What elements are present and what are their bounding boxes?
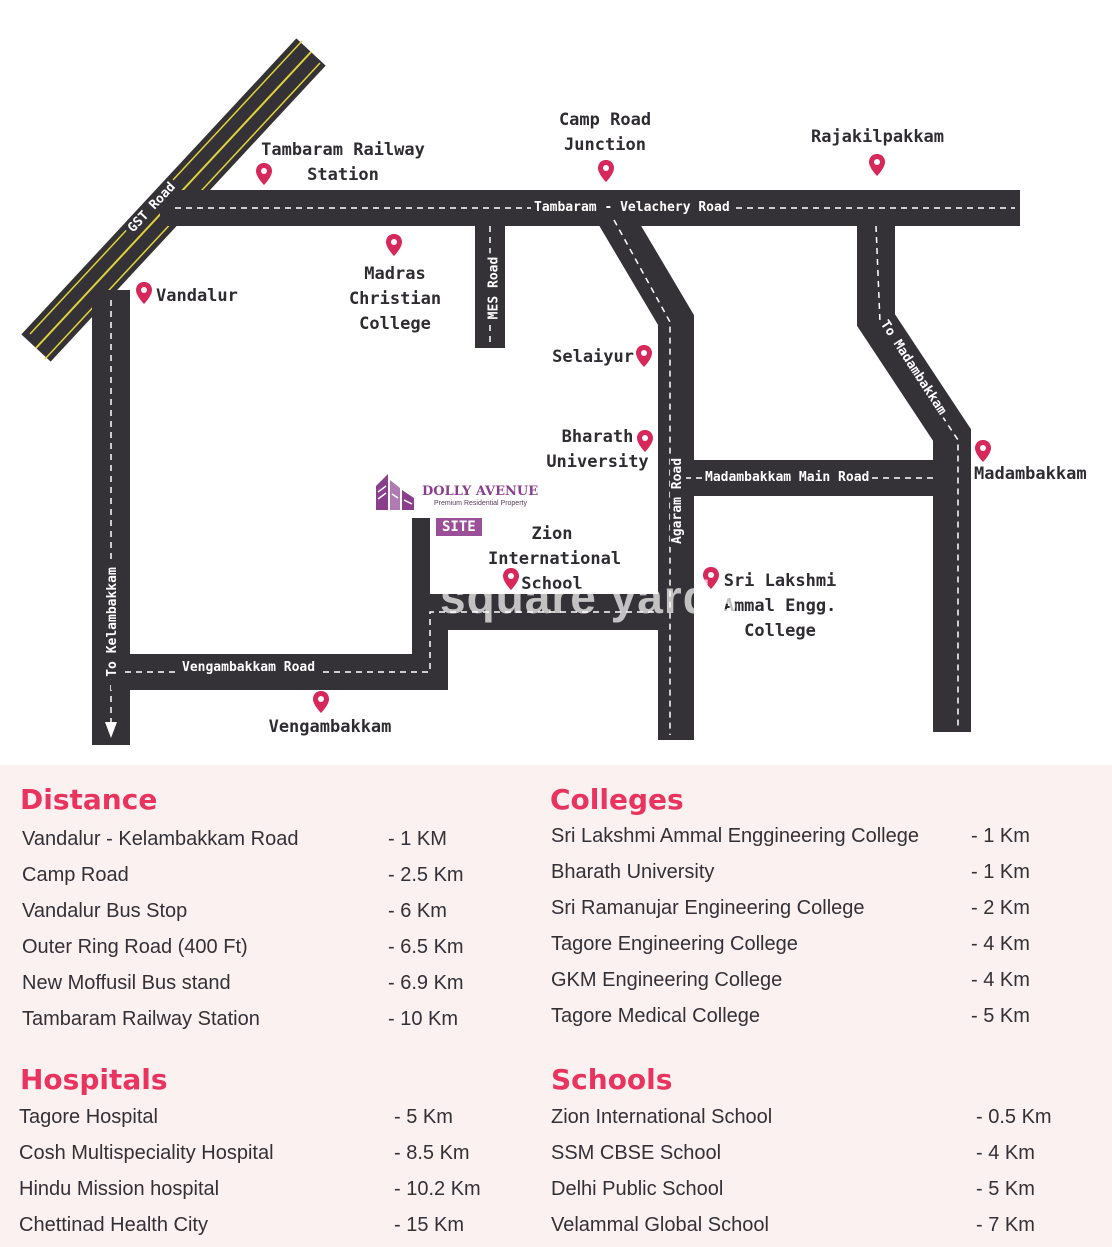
hospitals-item-name: Tagore Hospital [19,1106,158,1128]
place-sri-lakshmi-ammal-college: Sri Lakshmi Ammal Engg. College [723,571,837,641]
place-vengambakkam: Vengambakkam [268,717,392,737]
colleges-item-name: Tagore Medical College [551,1005,761,1027]
place-madras-christian-college: Madras Christian College [348,264,442,334]
colleges-item-name: Sri Lakshmi Ammal Enggineering College [551,825,919,847]
colleges-item-distance: - 5 Km [971,1005,1030,1027]
tambaram-velachery-road-label: Tambaram - Velachery Road [531,200,733,216]
place-camp-road-junction: Camp Road Junction [558,110,652,155]
pin-icon [386,234,402,256]
mes-road-label: MES Road [486,253,503,323]
colleges-item-name: Tagore Engineering College [551,933,798,955]
vengambakkam-road-label: Vengambakkam Road [179,660,319,676]
colleges-item-name: GKM Engineering College [551,969,783,991]
place-rajakilpakkam: Rajakilpakkam [810,127,945,147]
place-selaiyur: Selaiyur [552,347,634,367]
place-zion-international-school: Zion International School [488,524,622,594]
distance-item-distance: - 10 Km [388,1008,459,1030]
pin-icon [136,282,152,304]
distance-item-name: Camp Road [22,864,129,886]
to-kelambakkam-road-label: To Kelambakkam [104,564,121,680]
hospitals-item-name: Hindu Mission hospital [19,1178,220,1200]
colleges-item-name: Sri Ramanujar Engineering College [551,897,865,919]
schools-item-distance: - 0.5 Km [976,1106,1052,1128]
schools-item-distance: - 4 Km [976,1142,1035,1164]
colleges-item-distance: - 2 Km [971,897,1030,919]
hospitals-item-distance: - 5 Km [394,1106,453,1128]
distance-item-name: Outer Ring Road (400 Ft) [22,936,248,958]
place-tambaram-station: Tambaram Railway Station [261,140,425,185]
schools-item-name: Velammal Global School [551,1214,769,1236]
site-label: SITE [436,518,482,536]
distance-item-distance: - 6.9 Km [388,972,464,994]
distance-item-distance: - 6 Km [388,900,447,922]
location-map: GST Road Tambaram - Velachery Road MES R… [21,38,1087,745]
place-madambakkam: Madambakkam [974,464,1087,484]
distance-item-name: Tambaram Railway Station [22,1008,260,1030]
pin-icon [636,345,652,367]
agaram-road [596,202,694,740]
building-logo-icon [376,474,414,510]
pin-icon [313,691,329,713]
distance-panel: Distance Vandalur - Kelambakkam Road - 1 … [0,765,1112,1247]
colleges-item-name: Bharath University [551,861,715,883]
watermark: square yards [440,571,739,623]
schools-item-name: SSM CBSE School [551,1142,722,1164]
hospitals-item-distance: - 8.5 Km [394,1142,470,1164]
place-vandalur: Vandalur [156,286,238,306]
brand-name: DOLLY AVENUE [422,484,539,499]
agaram-road-label: Agaram Road [670,454,687,548]
hospitals-item-name: Chettinad Health City [19,1214,208,1236]
distance-item-distance: - 1 KM [388,828,447,850]
hospitals-item-name: Cosh Multispeciality Hospital [19,1142,274,1164]
distance-item-distance: - 2.5 Km [388,864,464,886]
hospitals-item-distance: - 15 Km [394,1214,465,1236]
colleges-item-distance: - 1 Km [971,825,1030,847]
distance-item-name: New Moffusil Bus stand [22,972,231,994]
pin-icon [869,154,885,176]
colleges-item-distance: - 1 Km [971,861,1030,883]
schools-item-name: Delhi Public School [551,1178,724,1200]
brand-tagline: Premium Residential Property [434,500,527,507]
distance-title: Distance [20,783,158,816]
distance-item-distance: - 6.5 Km [388,936,464,958]
schools-item-distance: - 7 Km [976,1214,1035,1236]
place-bharath-university: Bharath University [546,427,649,472]
madambakkam-main-road-label: Madambakkam Main Road [702,470,873,486]
hospitals-title: Hospitals [20,1063,168,1096]
pin-icon [598,160,614,182]
distance-item-name: Vandalur Bus Stop [22,900,188,922]
schools-item-distance: - 5 Km [976,1178,1035,1200]
hospitals-item-distance: - 10.2 Km [394,1178,481,1200]
colleges-item-distance: - 4 Km [971,969,1030,991]
colleges-item-distance: - 4 Km [971,933,1030,955]
schools-item-name: Zion International School [551,1106,773,1128]
pin-icon [975,440,991,462]
distance-item-name: Vandalur - Kelambakkam Road [22,828,299,850]
schools-title: Schools [551,1063,673,1096]
colleges-title: Colleges [550,783,684,816]
